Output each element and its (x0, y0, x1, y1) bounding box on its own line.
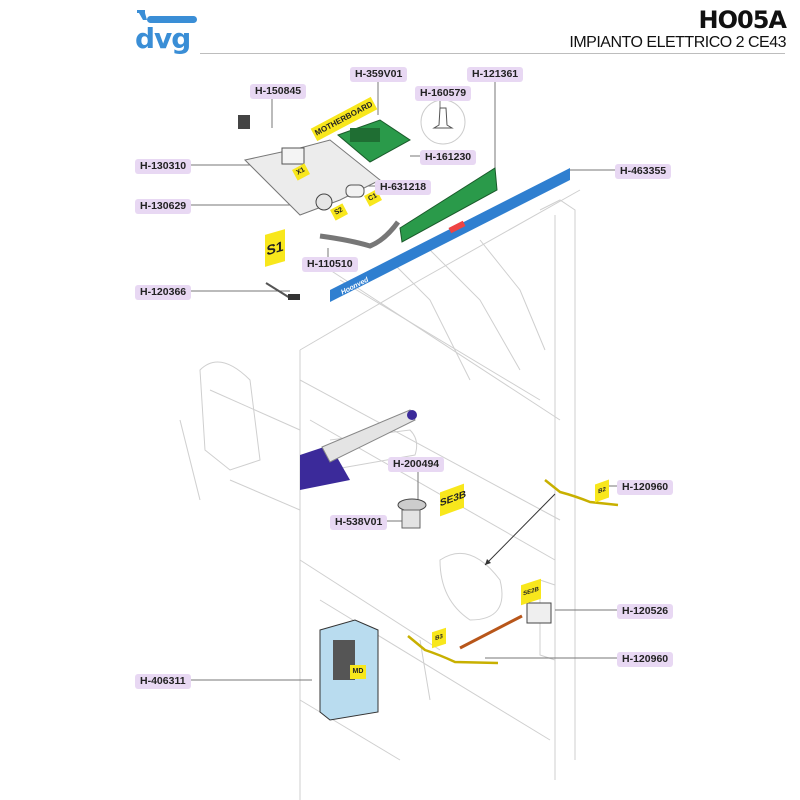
callout-h-110510[interactable]: H-110510 (302, 257, 358, 272)
model-code: HO05A (698, 6, 787, 34)
capacitor-part (345, 184, 365, 198)
callout-h-130629[interactable]: H-130629 (135, 199, 192, 214)
wash-arm-base (300, 445, 350, 490)
arrow-head (485, 559, 491, 565)
machine-outline (179, 189, 581, 800)
callout-h-130310[interactable]: H-130310 (135, 159, 192, 174)
callout-h-120960-b2[interactable]: H-120960 (617, 480, 674, 495)
callout-h-150845[interactable]: H-150845 (250, 84, 307, 99)
wash-arm-cap (407, 410, 417, 420)
callout-h-160579[interactable]: H-160579 (415, 86, 472, 101)
switch-part (238, 115, 250, 129)
probe-cable (265, 282, 291, 299)
thermostat-bulb (459, 614, 523, 650)
callout-h-406311[interactable]: H-406311 (135, 674, 191, 689)
dvg-logo: dvg (133, 8, 199, 60)
callout-h-463355[interactable]: H-463355 (615, 164, 672, 179)
callout-h-120526[interactable]: H-120526 (617, 604, 674, 619)
heater-flange (401, 509, 421, 529)
drain-pump-motor (333, 640, 355, 680)
ribbon-cable (319, 220, 401, 249)
wash-arm-tube (321, 409, 416, 463)
callout-h-538v01[interactable]: H-538V01 (330, 515, 388, 530)
sensor-b2-cable (544, 479, 619, 507)
header-divider (200, 53, 785, 54)
callout-h-359v01[interactable]: H-359V01 (350, 67, 408, 82)
callout-h-120960-b3[interactable]: H-120960 (617, 652, 674, 667)
tag-s1: S1 (265, 229, 285, 267)
control-panel (330, 168, 570, 302)
pressure-switch-part (315, 193, 333, 211)
callout-h-121361[interactable]: H-121361 (467, 67, 524, 82)
fastener-part (432, 107, 454, 129)
faucet-icon (137, 10, 197, 23)
sensor-b3-cable (407, 635, 499, 665)
callout-h-631218[interactable]: H-631218 (375, 180, 432, 195)
callout-h-120366[interactable]: H-120366 (135, 285, 192, 300)
motherboard-relays (350, 128, 380, 142)
section-title: IMPIANTO ELETTRICO 2 CE43 (569, 34, 786, 51)
tag-md: MD (350, 665, 366, 679)
probe-part (288, 294, 300, 300)
logo-text: dvg (135, 22, 191, 55)
terminal-block (281, 147, 305, 165)
control-board (399, 167, 498, 243)
panel-display (448, 220, 466, 234)
callout-h-161230[interactable]: H-161230 (420, 150, 477, 165)
thermostat-part (526, 602, 552, 624)
gasket-part (397, 498, 427, 512)
callout-h-200494[interactable]: H-200494 (388, 457, 445, 472)
